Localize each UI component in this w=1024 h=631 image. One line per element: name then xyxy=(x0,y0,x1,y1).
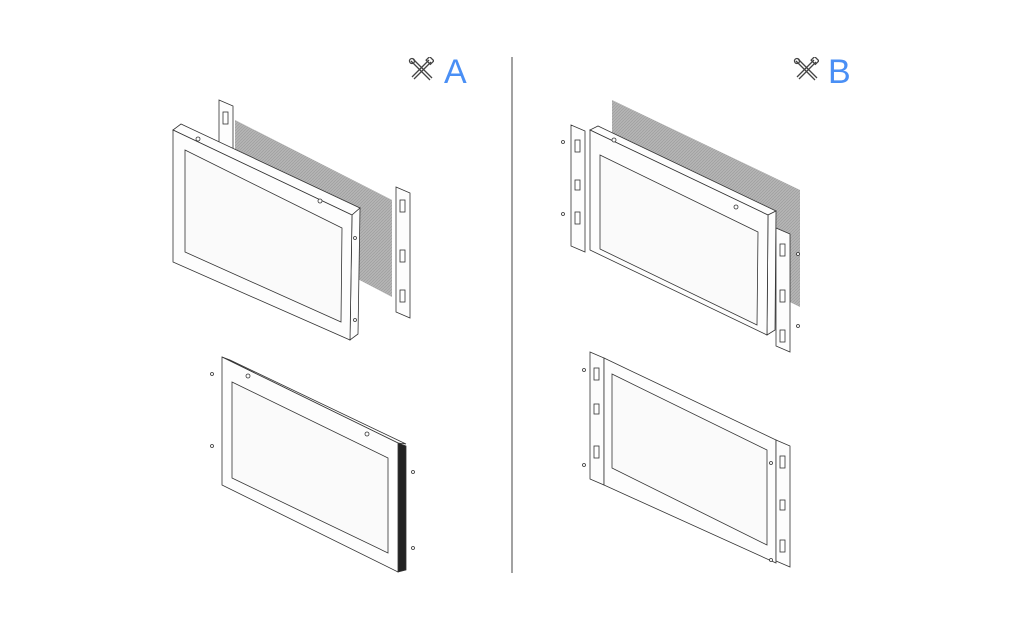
monitor-screen xyxy=(611,373,768,546)
variant-a-assembled xyxy=(210,356,415,573)
monitor-screen xyxy=(599,154,759,326)
variant-b-exploded xyxy=(561,100,800,353)
monitor-screen xyxy=(184,149,343,323)
tools-icon xyxy=(408,57,434,81)
variant-a-exploded xyxy=(172,99,411,341)
variant-label-a: A xyxy=(444,53,467,91)
variant-b-assembled xyxy=(582,351,791,568)
variant-label-b: B xyxy=(828,53,851,91)
monitor-side-dark xyxy=(397,442,407,573)
tools-icon xyxy=(793,57,819,81)
monitor-screen xyxy=(231,381,389,554)
